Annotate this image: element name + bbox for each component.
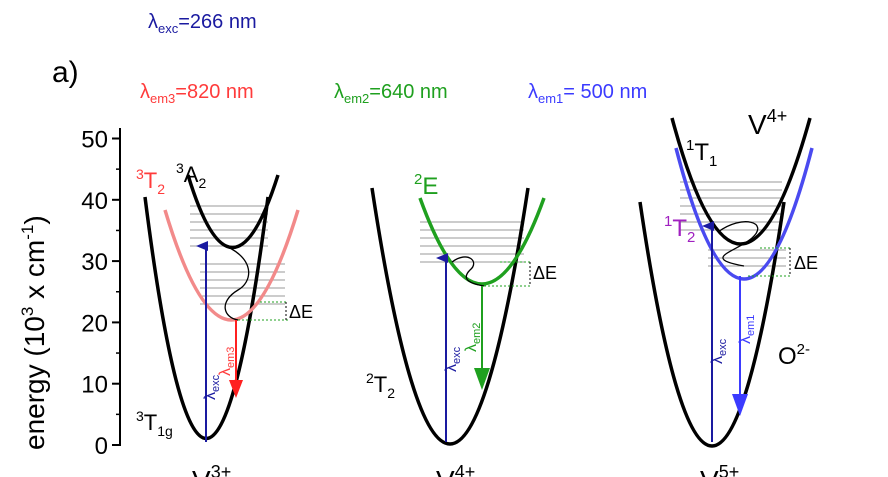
state-label-1T2: 1T2 <box>664 213 695 246</box>
emission-arrowhead-em2 <box>474 368 490 390</box>
y-tick-label: 10 <box>81 372 108 399</box>
excited-parabola-1T2 <box>674 147 814 281</box>
excited-parabola-2E <box>418 197 546 286</box>
emission-label-em2: λem2=640 nm <box>334 81 448 106</box>
panel-v5plus: ΔE 1T1 V4+ 1T2 O2- λexc λem1 V5+ <box>638 106 818 477</box>
relaxation-path-1 <box>224 247 250 321</box>
y-axis-label: energy (103 x cm-1) <box>18 215 50 450</box>
emission-arrowhead-em1 <box>732 394 748 416</box>
emission-label-em1: λem1= 500 nm <box>528 81 647 106</box>
state-label-3T2: 3T2 <box>136 166 165 197</box>
relaxation-path-2 <box>451 256 485 287</box>
y-tick-label: 50 <box>81 127 108 154</box>
delta-e-label-3: ΔE <box>794 253 818 273</box>
excited-parabola-3A2 <box>186 174 280 250</box>
arrow-label-exc-3: λexc <box>709 338 729 364</box>
relaxation-path-3 <box>717 221 759 267</box>
arrow-label-exc-2: λexc <box>443 346 463 372</box>
emission-label-em3: λem3=820 nm <box>140 81 254 106</box>
state-label-3A2: 3A2 <box>176 160 206 191</box>
y-tick-label: 20 <box>81 310 108 337</box>
y-tick-label: 0 <box>95 433 108 460</box>
oxygen-label: O2- <box>778 341 810 370</box>
state-label-3T1g: 3T1g <box>136 408 173 439</box>
excited-parabola-1T1 <box>670 117 812 246</box>
arrow-label-em3: λem3 <box>217 347 237 376</box>
arrow-label-em1: λem1 <box>737 315 757 344</box>
ground-parabola-o2minus <box>638 201 786 448</box>
state-label-2T2: 2T2 <box>366 370 395 401</box>
panel-v3plus: ΔE 3T2 3A2 3T1g λexc λem3 V3+ <box>136 160 313 477</box>
arrow-label-em2: λem2 <box>463 323 483 352</box>
ion-label-v5plus: V5+ <box>700 462 739 477</box>
excited-parabola-3T2 <box>163 209 300 322</box>
y-axis-ticks: 0 10 20 30 40 50 <box>81 127 120 460</box>
panel-v4plus: ΔE 2E 2T2 λexc λem2 V4+ <box>366 171 557 477</box>
delta-e-label-2: ΔE <box>533 263 557 283</box>
ion-label-v4plus: V4+ <box>436 462 475 477</box>
panel-label: a) <box>52 56 79 89</box>
ion-label-v4plus-top: V4+ <box>748 106 787 140</box>
state-label-2E: 2E <box>414 171 438 200</box>
state-label-1T1: 1T1 <box>686 137 717 170</box>
arrow-label-exc-1: λexc <box>202 374 222 400</box>
ion-label-v3plus: V3+ <box>192 462 231 477</box>
emission-arrowhead-em3 <box>229 380 243 398</box>
ground-parabola-2T2 <box>370 187 530 446</box>
y-tick-label: 30 <box>81 249 108 276</box>
delta-e-label-1: ΔE <box>289 302 313 322</box>
excitation-wavelength-label: λexc=266 nm <box>148 11 257 36</box>
y-tick-label: 40 <box>81 188 108 215</box>
